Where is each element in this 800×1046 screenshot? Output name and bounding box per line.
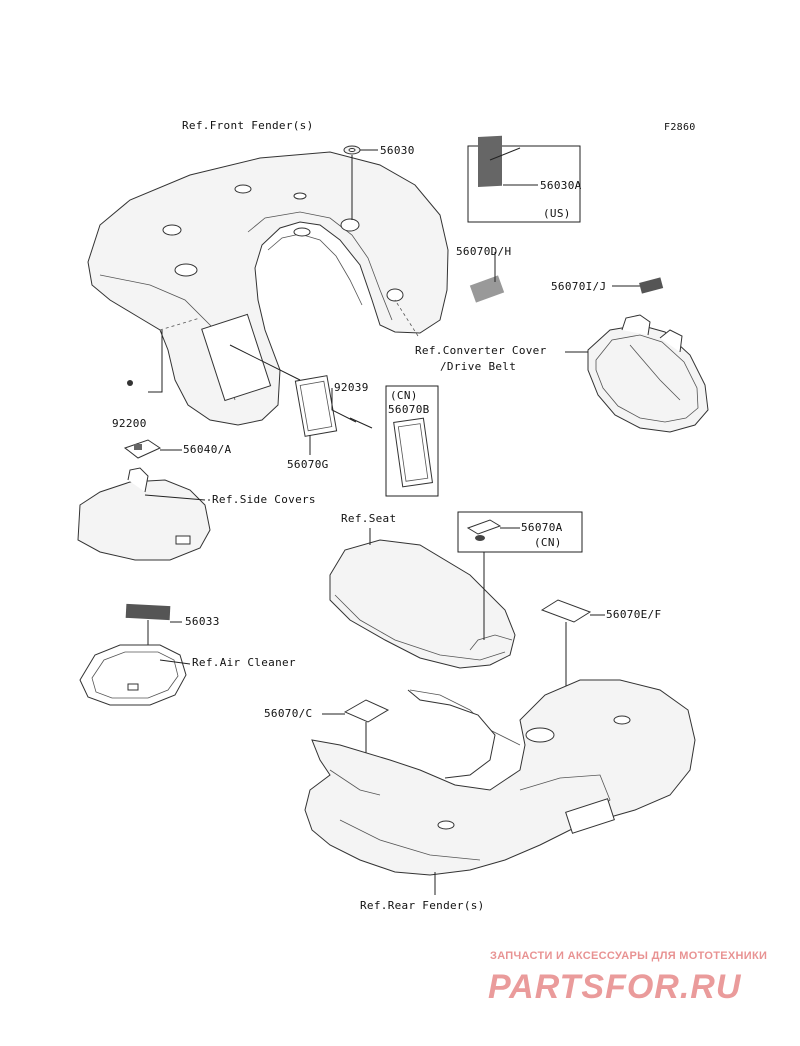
ref-converter-cover-label: Ref.Converter Cover [415, 344, 547, 357]
part-number-56070ij: 56070I/J [551, 280, 607, 293]
ref-seat-label: Ref.Seat [341, 512, 397, 525]
diagram-code: F2860 [664, 122, 696, 133]
region-cn-label-b: (CN) [390, 389, 418, 402]
part-number-56040a: 56040/A [183, 443, 232, 456]
decal-56070g [229, 344, 373, 455]
part-number-56070ef: 56070E/F [606, 608, 662, 621]
side-cover-drawing [77, 439, 211, 561]
region-us-label: (US) [543, 207, 571, 220]
decal-56070ij [639, 277, 664, 294]
part-number-56033: 56033 [185, 615, 220, 628]
grommet-56030 [343, 145, 378, 220]
ref-air-cleaner-label: Ref.Air Cleaner [192, 656, 296, 669]
watermark-subtitle: ЗАПЧАСТИ И АКСЕССУАРЫ ДЛЯ МОТОТЕХНИКИ [490, 950, 768, 962]
region-cn-label-a: (CN) [534, 536, 562, 549]
decal-56070ef [540, 599, 605, 690]
rear-fender-drawing [304, 679, 696, 895]
label-box-56030a [467, 135, 581, 223]
ref-rear-fender-label: Ref.Rear Fender(s) [360, 899, 485, 912]
part-number-56030: 56030 [380, 144, 415, 157]
part-number-92200: 92200 [112, 417, 147, 430]
label-box-56070b [385, 385, 439, 497]
air-cleaner-drawing [79, 603, 191, 706]
watermark-logo: PARTSFOR.RU [488, 968, 742, 1006]
ref-front-fender-label: Ref.Front Fender(s) [182, 119, 314, 132]
part-number-56070b: 56070B [388, 403, 430, 416]
part-number-56030a: 56030A [540, 179, 582, 192]
part-number-56070a: 56070A [521, 521, 563, 534]
part-number-56070g: 56070G [287, 458, 329, 471]
ref-side-covers-label: Ref.Side Covers [212, 493, 316, 506]
leader-92200 [148, 330, 163, 393]
part-number-56070c: 56070/C [264, 707, 313, 720]
seat-drawing [329, 528, 516, 669]
ref-drive-belt-label: /Drive Belt [440, 360, 517, 373]
converter-cover-drawing [565, 314, 709, 433]
label-box-56070a [457, 511, 583, 640]
front-fender-drawing [87, 151, 505, 426]
part-number-56070dh: 56070D/H [456, 245, 512, 258]
part-number-92039: 92039 [334, 381, 369, 394]
